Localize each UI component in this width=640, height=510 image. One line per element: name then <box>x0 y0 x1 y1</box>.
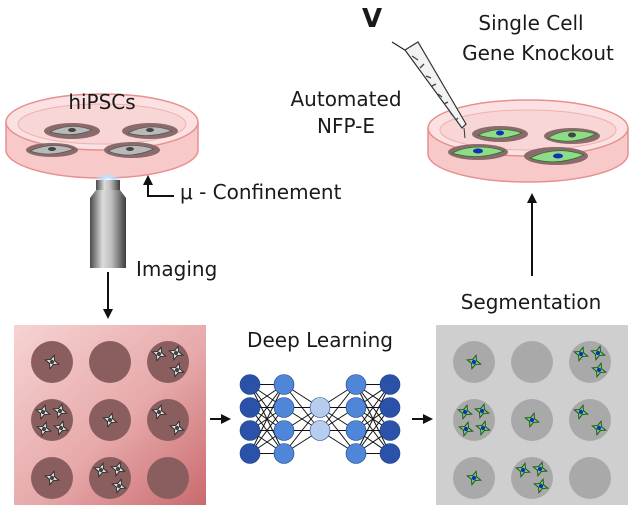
knockout-cell-2 <box>544 128 600 144</box>
pipette-icon <box>391 41 467 139</box>
raw-well <box>89 341 131 383</box>
segmented-cell <box>591 420 607 436</box>
confinement-pointer-arrow <box>143 175 174 197</box>
segmentation-panel <box>436 325 628 505</box>
network-node <box>379 420 401 441</box>
raw-cell <box>111 478 127 494</box>
segmented-cell <box>515 462 531 478</box>
segmented-cell <box>466 354 482 370</box>
network-edges <box>249 384 391 454</box>
segmented-wells <box>453 341 611 499</box>
knockout-cell-3 <box>448 144 508 160</box>
network-node <box>273 420 295 441</box>
raw-cell <box>44 354 60 370</box>
network-node <box>239 443 261 464</box>
segmented-cell <box>573 404 589 420</box>
neural-network-icon <box>239 374 401 464</box>
segmented-cell <box>458 421 474 437</box>
raw-cell <box>93 462 109 478</box>
segmented-well <box>453 341 495 383</box>
dish-cell-3 <box>26 143 78 157</box>
segmented-well <box>511 399 553 441</box>
hipsc-culture-dish <box>5 93 199 179</box>
dish-cell-1 <box>44 123 100 139</box>
network-node <box>273 397 295 418</box>
raw-cell <box>44 470 60 486</box>
imaging-label: Imaging <box>136 257 218 281</box>
hipscs-label: hiPSCs <box>68 90 136 114</box>
network-node <box>273 443 295 464</box>
segmented-cell <box>474 403 490 419</box>
raw-well <box>31 341 73 383</box>
segmented-well <box>569 457 611 499</box>
network-node <box>379 443 401 464</box>
segmented-cell <box>466 470 482 486</box>
network-node <box>239 397 261 418</box>
network-node <box>345 443 367 464</box>
knockout-cell-1 <box>472 126 528 142</box>
raw-image-panel <box>14 325 206 505</box>
dish-cell-2 <box>122 123 178 139</box>
segmented-cell <box>590 345 606 361</box>
segmentation-label: Segmentation <box>460 290 602 314</box>
segmented-cell <box>475 420 491 436</box>
raw-cell <box>169 362 185 378</box>
segmented-well <box>453 457 495 499</box>
raw-well <box>89 399 131 441</box>
raw-cell <box>151 346 167 362</box>
segmented-well <box>453 399 495 441</box>
network-node <box>239 420 261 441</box>
network-node <box>379 397 401 418</box>
raw-cell <box>169 420 185 436</box>
segmented-well <box>569 341 611 383</box>
segmented-cell <box>532 461 548 477</box>
knockout-label-line1: Single Cell <box>478 11 584 35</box>
network-node <box>379 374 401 395</box>
raw-cell <box>102 412 118 428</box>
segmented-cell <box>573 346 589 362</box>
network-node <box>345 420 367 441</box>
network-node <box>309 397 331 418</box>
segmented-cell <box>457 404 473 420</box>
raw-cell <box>52 403 68 419</box>
segmented-well <box>511 457 553 499</box>
segmented-cell <box>524 412 540 428</box>
knockout-culture-dish <box>427 99 629 183</box>
network-node <box>345 374 367 395</box>
knockout-cell-4 <box>524 147 588 165</box>
automated-label-line1: Automated <box>290 87 402 111</box>
network-node <box>239 374 261 395</box>
raw-cell <box>168 345 184 361</box>
deep-learning-label: Deep Learning <box>247 328 393 352</box>
raw-well <box>147 341 189 383</box>
segmented-well <box>511 341 553 383</box>
raw-well <box>147 457 189 499</box>
raw-well <box>147 399 189 441</box>
raw-cell <box>36 421 52 437</box>
segmented-cell <box>591 362 607 378</box>
network-node <box>273 374 295 395</box>
raw-cell <box>53 420 69 436</box>
raw-well <box>31 399 73 441</box>
segmented-cell <box>533 478 549 494</box>
raw-cell <box>151 404 167 420</box>
network-node <box>309 420 331 441</box>
voltage-label: V <box>362 4 383 34</box>
raw-well <box>89 457 131 499</box>
dish-cell-4 <box>104 142 160 158</box>
objective-lens-icon <box>90 173 126 268</box>
raw-cell <box>35 404 51 420</box>
network-node <box>345 397 367 418</box>
automated-label-line2: NFP-E <box>317 114 375 138</box>
raw-cell <box>110 461 126 477</box>
raw-well <box>31 457 73 499</box>
raw-wells <box>31 341 189 499</box>
knockout-label-line2: Gene Knockout <box>462 41 614 65</box>
segmented-well <box>569 399 611 441</box>
confinement-label: μ - Confinement <box>180 180 342 204</box>
